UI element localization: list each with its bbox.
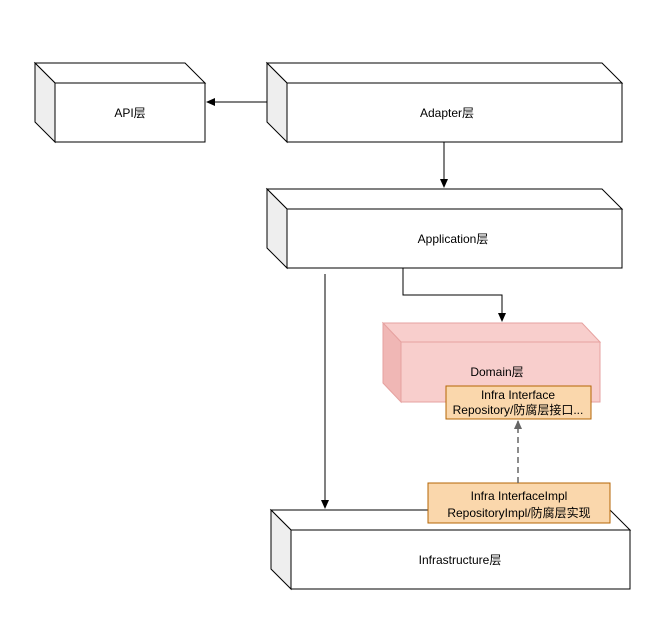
- infra-interface-note[interactable]: Infra Interface Repository/防腐层接口...: [445, 385, 592, 420]
- infra-impl-note-line1: Infra InterfaceImpl: [471, 489, 568, 503]
- infrastructure-box-front: [290, 529, 631, 590]
- domain-layer-box[interactable]: Domain层: [381, 321, 602, 404]
- infra-impl-note-box: [427, 482, 611, 524]
- application-box-top: [265, 188, 624, 210]
- application-layer-label: Application层: [418, 232, 489, 246]
- domain-box-top: [381, 322, 602, 343]
- infra-impl-note[interactable]: Infra InterfaceImpl RepositoryImpl/防腐层实现: [427, 482, 611, 524]
- application-box-front: [286, 208, 623, 269]
- api-box-front: [54, 82, 206, 143]
- arrow-application-to-domain: [402, 268, 506, 322]
- domain-layer-label: Domain层: [470, 365, 523, 379]
- infrastructure-layer-label: Infrastructure层: [419, 553, 502, 567]
- infra-interface-note-line1: Infra Interface: [481, 388, 555, 402]
- adapter-layer-box[interactable]: Adapter层: [265, 61, 624, 144]
- api-layer-box[interactable]: API层: [33, 61, 207, 144]
- adapter-box-front: [286, 82, 623, 143]
- application-layer-box[interactable]: Application层: [265, 187, 624, 270]
- infra-interface-note-line2: Repository/防腐层接口...: [453, 402, 584, 417]
- api-layer-label: API层: [114, 106, 145, 120]
- adapter-box-top: [265, 62, 624, 84]
- api-box-top: [33, 62, 207, 84]
- adapter-layer-label: Adapter层: [420, 106, 474, 120]
- infra-impl-note-line2: RepositoryImpl/防腐层实现: [447, 505, 590, 520]
- infra-interface-note-box: [445, 385, 592, 420]
